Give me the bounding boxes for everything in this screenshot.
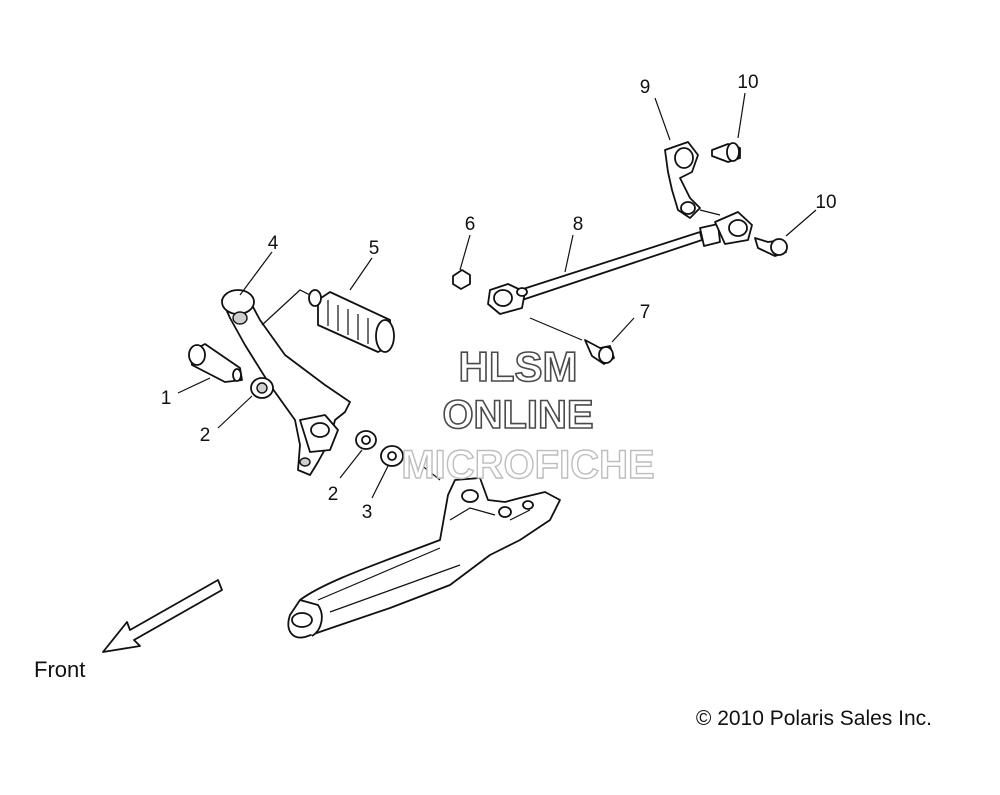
callout-4: 4 — [268, 233, 279, 254]
callout-7: 7 — [640, 302, 651, 323]
front-arrow-icon — [102, 579, 223, 653]
bushing-left — [250, 377, 274, 399]
copyright-notice: © 2010 Polaris Sales Inc. — [696, 707, 932, 730]
leader-lines — [177, 92, 817, 499]
pivot-bolt — [188, 343, 243, 383]
callout-8: 8 — [573, 214, 584, 235]
callout-3: 3 — [362, 502, 373, 523]
shift-arm — [664, 141, 721, 219]
footpeg-bracket — [287, 477, 561, 639]
lock-nut — [452, 269, 471, 290]
callout-2b: 2 — [328, 484, 339, 505]
rod-bolt — [584, 339, 615, 365]
watermark: HLSM ONLINE MICROFICHE — [401, 342, 656, 488]
callout-5: 5 — [369, 238, 380, 259]
callout-10b: 10 — [815, 192, 836, 213]
watermark-line-3: MICROFICHE — [401, 443, 654, 487]
washer-right — [355, 430, 377, 450]
callout-9: 9 — [640, 77, 651, 98]
watermark-line-2: ONLINE — [442, 393, 593, 437]
callout-1: 1 — [161, 388, 172, 409]
watermark-line-1: HLSM — [459, 343, 578, 390]
arm-bolt — [711, 142, 741, 163]
shift-rod — [487, 211, 753, 315]
callout-10a: 10 — [737, 72, 758, 93]
callout-2a: 2 — [200, 425, 211, 446]
shift-peg — [308, 289, 395, 353]
rod-end-bolt — [754, 237, 788, 257]
callout-6: 6 — [465, 214, 476, 235]
washer-outer — [380, 445, 404, 467]
shift-lever — [221, 289, 351, 476]
front-label: Front — [34, 657, 85, 682]
